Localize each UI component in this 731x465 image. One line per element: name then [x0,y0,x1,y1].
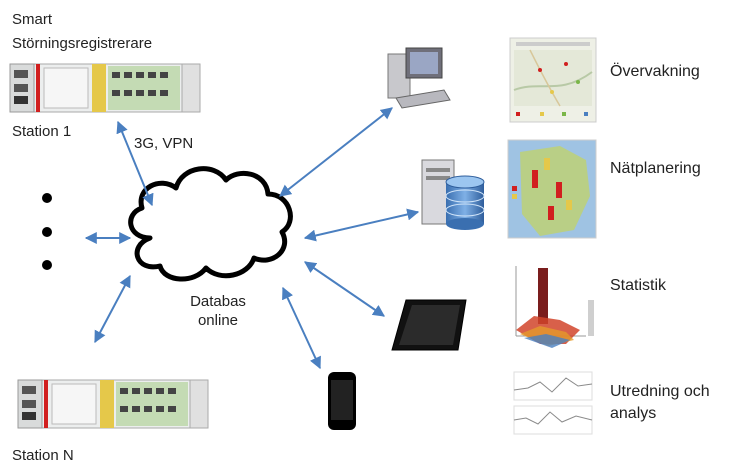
arrow-station1-cloud [116,120,154,207]
smartphone-icon [328,372,356,430]
cloud-label-line2: online [197,312,239,329]
output-label-planning: Nätplanering [610,160,701,177]
arrow-cloud-phone [282,286,321,370]
plc-device-top [9,63,201,113]
arrow-cloud-tablet [304,261,385,317]
output-label-monitoring: Övervakning [610,63,700,80]
statistics-3d-chart-thumbnail [508,258,598,352]
arrow-cloud-computer [279,107,393,197]
plc-device-bottom [17,379,209,429]
device-title-line1: Smart [12,11,53,28]
cloud-label-line1: Databas [190,293,246,310]
station-n-label: Station N [12,447,74,464]
cloud-icon [128,166,293,282]
output-label-analysis-line1: Utredning och [610,383,710,400]
desktop-computer-icon [387,47,451,109]
arrow-stationn-cloud [94,274,131,344]
analysis-line-charts-thumbnail [508,366,598,440]
database-server-icon [421,159,485,230]
station-1-label: Station 1 [12,123,72,140]
ellipsis-dot-2 [42,227,52,237]
planning-map-thumbnail [507,139,597,239]
output-label-analysis-line2: analys [610,405,657,422]
tablet-icon [391,299,467,351]
device-title-line2: Störningsregistrerare [12,35,153,52]
monitoring-map-thumbnail [509,37,597,123]
ellipsis-dot-1 [42,193,52,203]
ellipsis-dot-3 [42,260,52,270]
arrow-cloud-server [303,208,420,242]
output-label-statistics: Statistik [610,277,667,294]
